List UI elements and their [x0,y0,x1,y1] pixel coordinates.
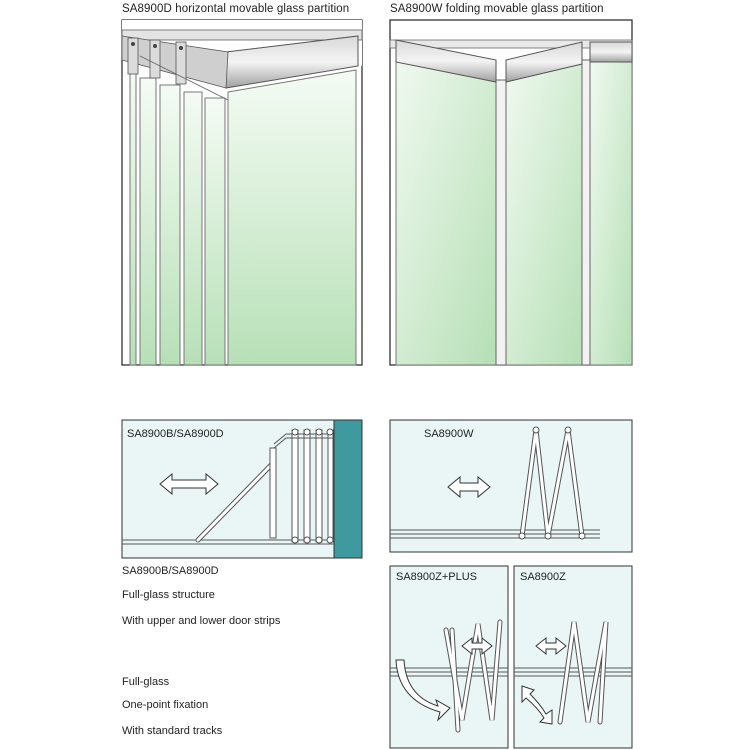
label-sa8900b: SA8900B/SA8900D [127,428,224,440]
plan-panel-bg [121,419,363,559]
wall [333,419,363,559]
top-rail-middle [505,41,583,83]
sa8900b-plan [121,419,363,559]
rotate-arrow-icon [521,685,553,725]
glass-panel-stack [159,84,181,366]
glass-panel-stack [129,69,137,366]
glass-panel-main [227,69,357,366]
glass-panel-middle [505,63,583,366]
title-sa8900d: SA8900D horizontal movable glass partiti… [122,3,350,15]
sa8900z-plan [513,565,633,749]
glass-panel-right [589,61,633,366]
double-arrow-icon [159,472,219,496]
description-line: Full-glass structure [122,589,215,601]
sa8900w-plan [389,419,633,553]
glass-panel-left [395,59,497,366]
description-line: One-point fixation [122,699,209,711]
double-arrow-icon [535,636,567,656]
glass-panel-stack [139,77,157,366]
rotate-arrow-icon [395,659,451,722]
description-line: Full-glass [122,676,170,688]
double-arrow-icon [447,475,491,499]
sa8900zplus-plan [389,565,509,749]
glass-panel-stack [183,91,203,366]
double-arrow-icon [461,636,493,656]
sa8900w-illustration [389,19,633,366]
title-sa8900w: SA8900W folding movable glass partition [390,3,604,15]
sa8900d-illustration [121,19,363,366]
glass-panel-stack [204,97,226,366]
label-sa8900w: SA8900W [424,428,474,440]
description-heading: SA8900B/SA8900D [122,565,219,577]
label-sa8900z: SA8900Z [520,571,566,583]
description-line: With upper and lower door strips [122,615,281,627]
top-rail-left [395,39,497,83]
label-sa8900zplus: SA8900Z+PLUS [396,571,478,583]
description-line: With standard tracks [122,725,223,737]
